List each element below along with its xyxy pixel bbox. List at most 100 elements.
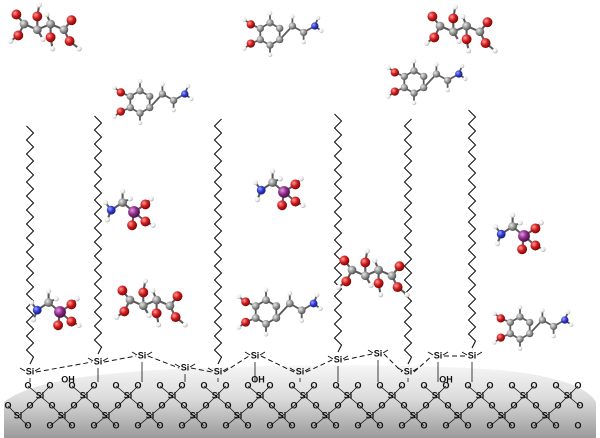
oxygen-label: O	[200, 420, 207, 430]
n-atom	[32, 305, 42, 315]
c-atom	[138, 301, 148, 311]
silicon-label: Si	[124, 390, 133, 400]
o-atom	[373, 278, 384, 289]
o-atom	[66, 299, 77, 310]
alkyl-chain	[93, 115, 103, 355]
n-atom	[181, 90, 189, 98]
oxygen-label: O	[444, 400, 451, 410]
oxygen-label: O	[334, 400, 341, 410]
o-atom	[530, 223, 541, 234]
h-atom	[540, 246, 546, 252]
h-atom	[188, 96, 194, 102]
o-atom	[66, 15, 77, 26]
oxygen-label: O	[244, 420, 251, 430]
silicon-label: Si	[564, 390, 573, 400]
h-atom	[492, 223, 499, 230]
silicon-label: Si	[432, 390, 441, 400]
o-atom	[530, 240, 541, 251]
oxygen-label: O	[222, 380, 229, 390]
h-atom	[263, 331, 269, 337]
alkyl-chains	[25, 109, 477, 365]
hydroxyl-label: OH	[251, 374, 265, 384]
h-atom	[465, 48, 472, 54]
c-atom	[44, 298, 53, 307]
c-atom	[538, 316, 547, 324]
c-atom	[272, 314, 281, 322]
c-atom	[297, 306, 306, 315]
h-atom	[49, 46, 56, 52]
silicon-label: Si	[146, 410, 155, 420]
h-atom	[104, 216, 111, 223]
silicon-label: Si	[58, 410, 67, 420]
o-atom	[448, 13, 459, 24]
oxygen-label: O	[268, 400, 275, 410]
c-atom	[262, 319, 270, 328]
h-atom	[411, 58, 417, 64]
oxygen-label: O	[70, 400, 77, 410]
oxygen-label: O	[112, 380, 119, 390]
oxygen-label: O	[24, 380, 31, 390]
oxygen-label: O	[290, 400, 297, 410]
o-atom	[394, 261, 405, 272]
oxygen-label: O	[554, 400, 561, 410]
o-atom	[496, 333, 505, 342]
silicon-label: Si	[374, 348, 383, 358]
h-atom	[565, 309, 571, 315]
silica-network	[7, 349, 581, 427]
c-atom	[475, 27, 485, 37]
silicon-label: Si	[468, 350, 477, 360]
n-atom	[561, 316, 569, 324]
oxygen-label: O	[288, 420, 295, 430]
o-atom	[482, 17, 493, 28]
h-atom	[386, 94, 391, 99]
h-atom	[74, 296, 80, 302]
h-atom	[150, 222, 156, 228]
silicon-label: Si	[190, 410, 199, 420]
oxygen-label: O	[464, 380, 471, 390]
h-atom	[127, 196, 133, 202]
c-atom	[432, 70, 441, 78]
c-atom	[462, 21, 471, 31]
oxygen-label: O	[398, 380, 405, 390]
c-atom	[288, 22, 297, 30]
h-atom	[45, 288, 52, 294]
oxygen-label: O	[552, 420, 559, 430]
silicon-label: Si	[498, 410, 507, 420]
silicon-label: Si	[80, 390, 89, 400]
silicon-label: Si	[476, 390, 485, 400]
o-atom	[32, 11, 43, 22]
oxygen-label: O	[136, 400, 143, 410]
h-atom	[148, 196, 154, 202]
o-atom	[290, 196, 301, 207]
h-atom	[452, 4, 458, 10]
oxygen-label: O	[244, 380, 251, 390]
oxygen-label: O	[24, 420, 31, 430]
h-atom	[445, 87, 450, 93]
o-atom	[517, 244, 528, 255]
o-atom	[241, 297, 251, 307]
oxygen-label: O	[486, 380, 493, 390]
oxygen-label: O	[508, 420, 515, 430]
oxygen-label: O	[288, 380, 295, 390]
h-atom	[368, 282, 374, 288]
c-atom	[262, 296, 270, 305]
h-atom	[494, 240, 501, 247]
h-atom	[364, 248, 370, 254]
c-atom	[136, 109, 144, 117]
silicon-label: Si	[388, 390, 397, 400]
oxygen-label: O	[158, 400, 165, 410]
c-atom	[146, 103, 154, 112]
c-atom	[506, 329, 514, 338]
h-atom	[114, 314, 120, 320]
dopamine-molecule	[236, 287, 323, 337]
oxygen-label: O	[90, 380, 97, 390]
aminomethylphosphonic-acid-molecule	[252, 168, 306, 211]
oxygen-label: O	[4, 400, 11, 410]
c-atom	[256, 24, 264, 33]
c-atom	[285, 299, 294, 308]
c-atom	[400, 72, 408, 81]
c-atom	[448, 27, 458, 37]
oxygen-label: O	[464, 420, 471, 430]
h-atom	[53, 296, 59, 302]
